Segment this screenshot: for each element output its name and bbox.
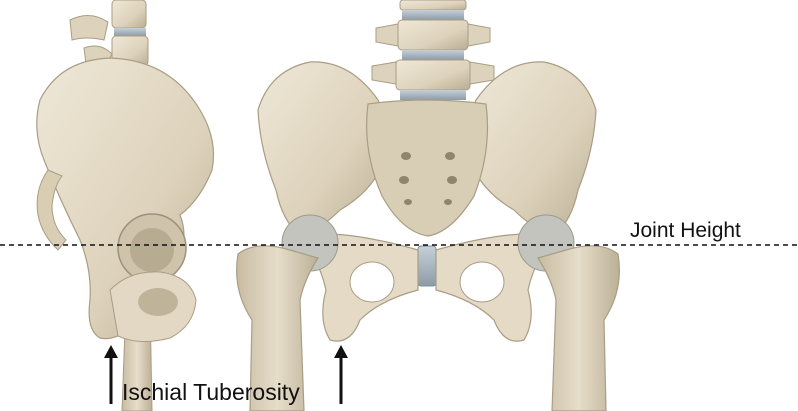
anterior-sacrum [367,100,488,236]
ischial-arrow-right [334,345,348,404]
anterior-left-ilium [258,62,387,236]
right-femur [538,246,619,411]
lateral-pelvis-view [37,0,214,411]
pubic-symphysis [418,246,436,286]
anterior-pelvis-view [237,0,620,411]
ischial-tuberosity-label: Ischial Tuberosity [122,379,300,406]
anterior-lumbar-spine [372,0,494,100]
ischial-arrow-left [104,345,118,404]
joint-height-label: Joint Height [630,219,741,243]
